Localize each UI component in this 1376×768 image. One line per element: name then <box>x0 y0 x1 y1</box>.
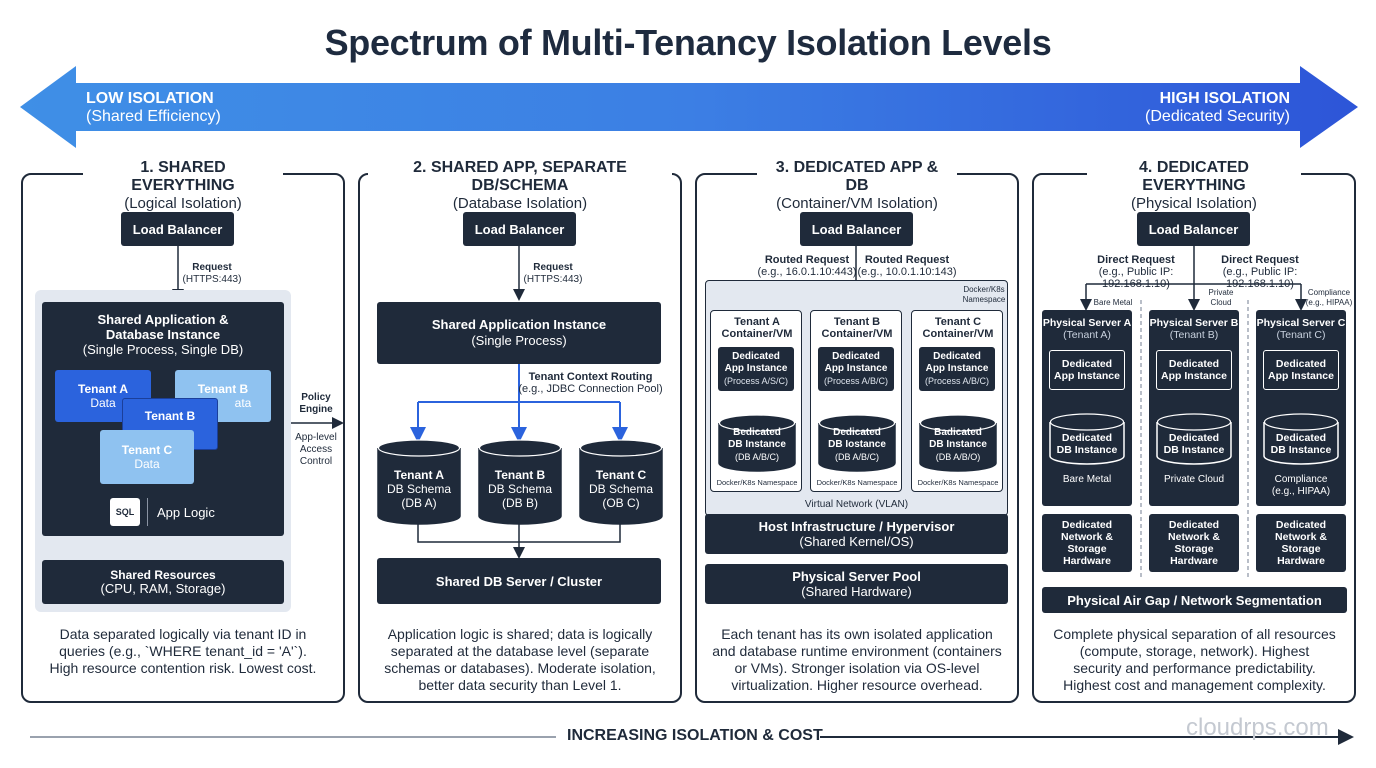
p1-app-logic-label: App Logic <box>157 505 215 520</box>
p3-host-infra: Host Infrastructure / Hypervisor(Shared … <box>705 514 1008 554</box>
watermark: cloudrps.com <box>1186 714 1329 741</box>
p4-load-balancer: Load Balancer <box>1137 212 1250 246</box>
p1-sql-icon: SQL <box>110 498 140 526</box>
panel1-title: 1. SHARED EVERYTHING(Logical Isolation) <box>83 159 283 213</box>
p4-direct-request-1: Direct Request(e.g., Public IP: 192.168.… <box>1097 254 1175 290</box>
p1-description: Data separated logically via tenant ID i… <box>49 626 317 676</box>
p3-namespace-footer: Docker/K8s Namespace <box>917 478 999 487</box>
high-isolation-label: HIGH ISOLATION(Dedicated Security) <box>1145 90 1290 125</box>
p2-shared-app-instance: Shared Application Instance(Single Proce… <box>377 302 661 364</box>
p4-server-type: Private Cloud <box>1163 474 1225 485</box>
p4-direct-request-2: Direct Request(e.g., Public IP: 192.168.… <box>1221 254 1299 290</box>
panel2-title: 2. SHARED APP, SEPARATE DB/SCHEMA(Databa… <box>368 159 672 213</box>
p3-description: Each tenant has its own isolated applica… <box>712 626 1002 693</box>
p1-shared-resources: Shared Resources(CPU, RAM, Storage) <box>42 560 284 604</box>
p3-routed-request-1: Routed Request(e.g., 16.0.1.10:443) <box>757 254 857 278</box>
p3-namespace-footer: Docker/K8s Namespace <box>816 478 898 487</box>
low-isolation-label: LOW ISOLATION(Shared Efficiency) <box>86 90 221 125</box>
p1-load-balancer: Load Balancer <box>121 212 234 246</box>
p4-compliance-tag: Compliance(e.g., HIPAA) <box>1305 288 1353 307</box>
p2-description: Application logic is shared; data is log… <box>384 626 656 693</box>
p3-load-balancer: Load Balancer <box>800 212 913 246</box>
p2-request-label: Request(HTTPS:443) <box>523 262 583 285</box>
p4-bare-metal-tag: Bare Metal <box>1093 298 1133 307</box>
footer-label: INCREASING ISOLATION & COST <box>567 727 823 744</box>
panel3-title: 3. DEDICATED APP & DB(Container/VM Isola… <box>757 159 957 213</box>
p4-server-title: Physical Server B(Tenant B) <box>1149 317 1239 341</box>
p4-server-type: Bare Metal <box>1062 474 1112 485</box>
p4-description: Complete physical separation of all reso… <box>1053 626 1336 693</box>
p1-divider <box>147 498 148 526</box>
p4-server-type: Compliance(e.g., HIPAA) <box>1271 474 1331 497</box>
p4-server-title: Physical Server A(Tenant A) <box>1042 317 1132 341</box>
p2-routing-label: Tenant Context Routing(e.g., JDBC Connec… <box>518 371 663 395</box>
p3-vlan-label: Virtual Network (VLAN) <box>804 499 909 510</box>
p4-server-title: Physical Server C(Tenant C) <box>1256 317 1346 341</box>
p2-shared-db-server: Shared DB Server / Cluster <box>377 558 661 604</box>
isolation-spectrum-arrow <box>20 66 1358 148</box>
page-title: Spectrum of Multi-Tenancy Isolation Leve… <box>324 22 1052 63</box>
p4-air-gap: Physical Air Gap / Network Segmentation <box>1042 587 1347 613</box>
panel4-title: 4. DEDICATED EVERYTHING(Physical Isolati… <box>1087 159 1301 213</box>
p2-load-balancer: Load Balancer <box>463 212 576 246</box>
p1-request-label: Request(HTTPS:443) <box>182 262 242 285</box>
p3-namespace-footer: Docker/K8s Namespace <box>716 478 798 487</box>
p3-routed-request-2: Routed Request(e.g., 10.0.1.10:143) <box>857 254 957 278</box>
p3-physical-server-pool: Physical Server Pool(Shared Hardware) <box>705 564 1008 604</box>
